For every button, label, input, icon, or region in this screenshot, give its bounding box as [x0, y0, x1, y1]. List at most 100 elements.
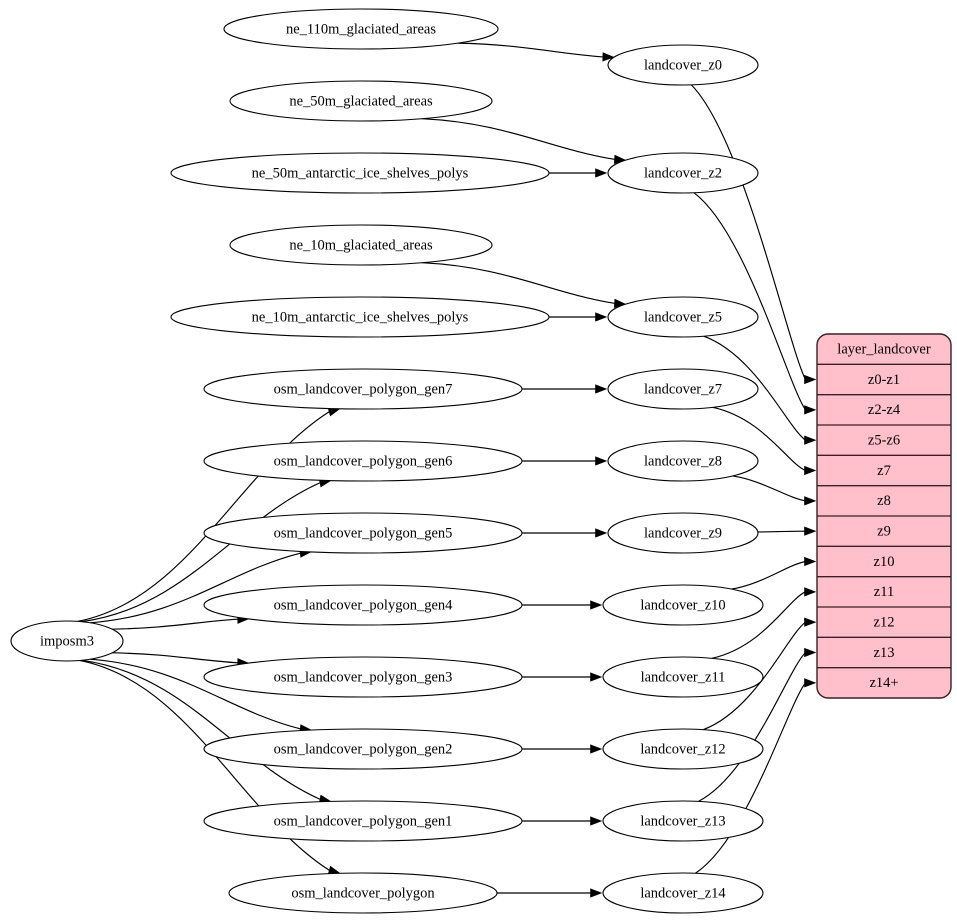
- edge-line: [112, 618, 238, 630]
- node-shape-osm_landcover_polygon_gen6: [203, 440, 523, 482]
- edge-arrowhead: [595, 456, 608, 466]
- node-landcover_z2[interactable]: landcover_z2: [607, 152, 759, 194]
- node-shape-landcover_z8: [607, 440, 759, 482]
- edge-line: [731, 560, 806, 590]
- edge-ne_10m_antarctic_ice_shelves_polys-to-landcover_z5: [549, 312, 608, 322]
- edge-line: [81, 659, 321, 800]
- node-shape-ne_10m_antarctic_ice_shelves_polys: [170, 296, 550, 338]
- node-shape-landcover_z12: [602, 728, 764, 770]
- node-shape-ne_50m_antarctic_ice_shelves_polys: [170, 152, 550, 194]
- node-label-osm_landcover_polygon_gen4: osm_landcover_polygon_gen4: [274, 597, 454, 613]
- edge-ne_50m_antarctic_ice_shelves_polys-to-landcover_z2: [549, 168, 608, 178]
- node-ne_50m_glaciated_areas[interactable]: ne_50m_glaciated_areas: [229, 80, 493, 122]
- record-row-z2-z4[interactable]: z2-z4: [868, 402, 901, 418]
- node-label-landcover_z8: landcover_z8: [644, 453, 722, 469]
- edge-line: [693, 192, 806, 411]
- node-osm_landcover_polygon_gen6[interactable]: osm_landcover_polygon_gen6: [203, 440, 523, 482]
- edge-arrowhead: [595, 312, 608, 322]
- node-shape-landcover_z14: [602, 872, 764, 914]
- node-osm_landcover_polygon_gen2[interactable]: osm_landcover_polygon_gen2: [203, 728, 523, 770]
- edge-line: [90, 552, 301, 624]
- edge-landcover_z9-to-layer_landcover:z9: [757, 526, 817, 536]
- node-shape-osm_landcover_polygon: [228, 872, 498, 914]
- node-landcover_z5[interactable]: landcover_z5: [607, 296, 759, 338]
- edge-osm_landcover_polygon_gen6-to-landcover_z8: [522, 456, 608, 466]
- node-imposm3[interactable]: imposm3: [10, 620, 124, 662]
- node-landcover_z8[interactable]: landcover_z8: [607, 440, 759, 482]
- edge-arrowhead: [590, 744, 603, 754]
- node-label-ne_50m_antarctic_ice_shelves_polys: ne_50m_antarctic_ice_shelves_polys: [252, 165, 469, 181]
- node-label-ne_10m_glaciated_areas: ne_10m_glaciated_areas: [289, 237, 433, 253]
- edge-landcover_z7-to-layer_landcover:z7: [712, 406, 817, 476]
- node-ne_50m_antarctic_ice_shelves_polys[interactable]: ne_50m_antarctic_ice_shelves_polys: [170, 152, 550, 194]
- edges-layer: [77, 42, 817, 898]
- edge-line: [732, 475, 806, 502]
- edge-line: [457, 42, 603, 58]
- node-osm_landcover_polygon_gen1[interactable]: osm_landcover_polygon_gen1: [203, 800, 523, 842]
- record-row-z9[interactable]: z9: [877, 523, 891, 539]
- node-shape-landcover_z11: [602, 656, 764, 698]
- nodes-layer: imposm3 ne_110m_glaciated_areas ne_50m_gla…: [10, 8, 764, 914]
- record-node-layer_landcover[interactable]: layer_landcoverz0-z1z2-z4z5-z6z7z8z9z10z…: [816, 333, 952, 699]
- node-label-landcover_z13: landcover_z13: [640, 813, 725, 829]
- node-landcover_z11[interactable]: landcover_z11: [602, 656, 764, 698]
- record-row-z13[interactable]: z13: [874, 645, 895, 661]
- node-label-ne_110m_glaciated_areas: ne_110m_glaciated_areas: [286, 21, 436, 37]
- edge-line: [90, 658, 301, 730]
- edge-landcover_z0-to-layer_landcover:z0-z1: [690, 84, 817, 385]
- edge-arrowhead: [804, 617, 817, 627]
- record-row-z14+[interactable]: z14+: [869, 675, 898, 691]
- record-row-z0-z1[interactable]: z0-z1: [868, 372, 900, 388]
- node-landcover_z12[interactable]: landcover_z12: [602, 728, 764, 770]
- node-landcover_z9[interactable]: landcover_z9: [607, 512, 759, 554]
- edge-arrowhead: [595, 528, 608, 538]
- edge-line: [81, 482, 321, 623]
- record-row-z12[interactable]: z12: [874, 614, 895, 630]
- node-shape-ne_10m_glaciated_areas: [229, 224, 493, 266]
- record-row-z11[interactable]: z11: [874, 584, 894, 600]
- edge-landcover_z12-to-layer_landcover:z12: [703, 617, 817, 731]
- node-label-osm_landcover_polygon: osm_landcover_polygon: [291, 885, 435, 901]
- node-shape-landcover_z13: [602, 800, 764, 842]
- edge-line: [698, 652, 806, 802]
- node-shape-landcover_z2: [607, 152, 759, 194]
- node-shape-osm_landcover_polygon_gen3: [203, 656, 523, 698]
- edge-arrowhead: [590, 672, 603, 682]
- record-row-z7[interactable]: z7: [877, 463, 891, 479]
- node-landcover_z0[interactable]: landcover_z0: [607, 44, 759, 86]
- edge-landcover_z11-to-layer_landcover:z11: [711, 587, 817, 659]
- node-landcover_z10[interactable]: landcover_z10: [602, 584, 764, 626]
- record-row-z5-z6[interactable]: z5-z6: [868, 432, 900, 448]
- edge-line: [757, 530, 806, 533]
- node-label-osm_landcover_polygon_gen5: osm_landcover_polygon_gen5: [274, 525, 453, 541]
- node-ne_10m_antarctic_ice_shelves_polys[interactable]: ne_10m_antarctic_ice_shelves_polys: [170, 296, 550, 338]
- node-landcover_z7[interactable]: landcover_z7: [607, 368, 759, 410]
- edge-arrowhead: [804, 374, 817, 385]
- node-osm_landcover_polygon_gen4[interactable]: osm_landcover_polygon_gen4: [203, 584, 523, 626]
- node-landcover_z14[interactable]: landcover_z14: [602, 872, 764, 914]
- edge-osm_landcover_polygon_gen2-to-landcover_z12: [522, 744, 603, 754]
- node-shape-osm_landcover_polygon_gen1: [203, 800, 523, 842]
- node-osm_landcover_polygon_gen3[interactable]: osm_landcover_polygon_gen3: [203, 656, 523, 698]
- edge-osm_landcover_polygon-to-landcover_z14: [497, 888, 603, 898]
- record-row-z10[interactable]: z10: [874, 554, 895, 570]
- edge-arrowhead: [590, 816, 603, 826]
- edge-line: [421, 118, 615, 160]
- node-label-landcover_z11: landcover_z11: [641, 669, 726, 685]
- record-row-z8[interactable]: z8: [877, 493, 891, 509]
- node-shape-landcover_z10: [602, 584, 764, 626]
- node-osm_landcover_polygon[interactable]: osm_landcover_polygon: [228, 872, 498, 914]
- node-label-osm_landcover_polygon_gen6: osm_landcover_polygon_gen6: [274, 453, 453, 469]
- edge-landcover_z2-to-layer_landcover:z2-z4: [693, 192, 817, 415]
- node-label-landcover_z2: landcover_z2: [644, 165, 722, 181]
- node-label-osm_landcover_polygon_gen2: osm_landcover_polygon_gen2: [274, 741, 453, 757]
- edge-landcover_z5-to-layer_landcover:z5-z6: [703, 335, 817, 445]
- edge-arrowhead: [804, 678, 817, 688]
- node-ne_10m_glaciated_areas[interactable]: ne_10m_glaciated_areas: [229, 224, 493, 266]
- node-osm_landcover_polygon_gen5[interactable]: osm_landcover_polygon_gen5: [203, 512, 523, 554]
- node-ne_110m_glaciated_areas[interactable]: ne_110m_glaciated_areas: [223, 8, 499, 50]
- node-label-landcover_z10: landcover_z10: [640, 597, 725, 613]
- edge-landcover_z8-to-layer_landcover:z8: [732, 475, 817, 506]
- node-osm_landcover_polygon_gen7[interactable]: osm_landcover_polygon_gen7: [203, 368, 523, 410]
- node-landcover_z13[interactable]: landcover_z13: [602, 800, 764, 842]
